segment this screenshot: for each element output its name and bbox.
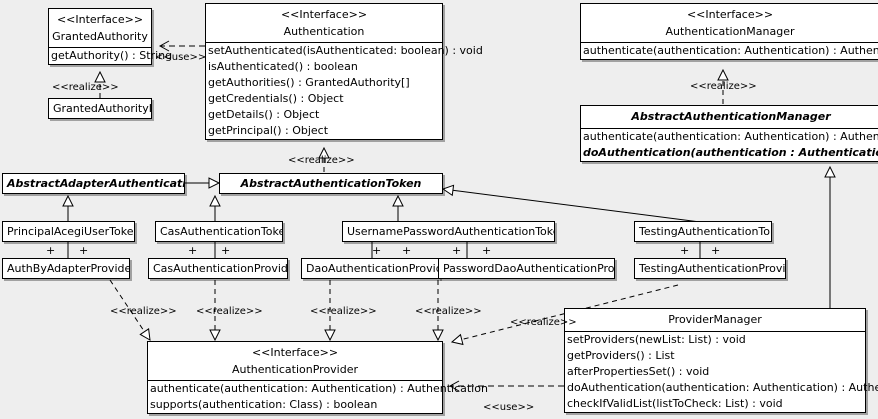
class-name: GrantedAuthority: [52, 30, 148, 43]
label-realize-granted-authority-impl: <<realize>>: [52, 82, 119, 93]
class-password-dao-authentication-provider[interactable]: PasswordDaoAuthenticationProvider: [438, 258, 615, 279]
class-name: ProviderManager: [668, 313, 762, 326]
class-abstract-authentication-manager[interactable]: AbstractAuthenticationManager authentica…: [580, 105, 878, 162]
operations-compartment: setProviders(newList: List) : void getPr…: [565, 331, 878, 412]
multiplicity-cas-left: +: [188, 244, 198, 257]
multiplicity-upat-a: +: [372, 244, 382, 257]
label-realize-abstract-authentication-manager: <<realize>>: [690, 81, 757, 92]
class-provider-manager[interactable]: ProviderManager setProviders(newList: Li…: [564, 308, 878, 413]
class-authentication[interactable]: <<Interface>> Authentication setAuthenti…: [205, 3, 483, 140]
operation: getAuthorities() : GrantedAuthority[]: [208, 76, 410, 89]
label-use-provider-manager: <<use>>: [483, 402, 535, 413]
operations-compartment: getAuthority() : String: [49, 47, 173, 64]
operation: checkIfValidList(listToCheck: List) : vo…: [567, 397, 783, 410]
operation: isAuthenticated() : boolean: [208, 60, 358, 73]
class-name: CasAuthenticationToken: [160, 225, 282, 238]
class-authentication-manager[interactable]: <<Interface>> AuthenticationManager auth…: [580, 3, 878, 60]
class-abstract-authentication-token[interactable]: AbstractAuthenticationToken: [219, 173, 443, 194]
class-name: GrantedAuthorityImpl: [53, 102, 151, 115]
label-realize-auth-by-adapter-provider: <<realize>>: [110, 306, 177, 317]
operation: authenticate(authentication: Authenticat…: [583, 44, 878, 57]
operation: supports(authentication: Class) : boolea…: [150, 398, 378, 411]
label-realize-password-dao-authentication-provider: <<realize>>: [415, 306, 482, 317]
class-name: AbstractAuthenticationToken: [240, 177, 422, 190]
multiplicity-upat-b: +: [402, 244, 412, 257]
class-stereotype: <<Interface>>: [251, 346, 339, 359]
operations-compartment: authenticate(authentication: Authenticat…: [148, 380, 488, 413]
operation: authenticate(authentication: Authenticat…: [150, 382, 488, 395]
multiplicity-principal-left: +: [46, 244, 56, 257]
class-name: DaoAuthenticationProvider: [306, 262, 439, 275]
multiplicity-cas-right: +: [221, 244, 231, 257]
class-name: AuthByAdapterProvider: [7, 262, 129, 275]
class-auth-by-adapter-provider[interactable]: AuthByAdapterProvider: [2, 258, 130, 279]
class-name: PrincipalAcegiUserToken: [7, 225, 134, 238]
operation: setAuthenticated(isAuthenticated: boolea…: [208, 44, 483, 57]
class-abstract-adapter-authentication-token[interactable]: AbstractAdapterAuthenticationToken: [2, 173, 185, 194]
class-dao-authentication-provider[interactable]: DaoAuthenticationProvider: [301, 258, 440, 279]
class-cas-authentication-token[interactable]: CasAuthenticationToken: [155, 221, 283, 242]
multiplicity-testing-left: +: [680, 244, 690, 257]
operation: afterPropertiesSet() : void: [567, 365, 710, 378]
label-realize-cas-authentication-provider: <<realize>>: [196, 306, 263, 317]
class-name: AuthenticationProvider: [231, 363, 359, 376]
class-testing-authentication-provider[interactable]: TestingAuthenticationProvider: [634, 258, 786, 279]
class-name: AbstractAuthenticationManager: [631, 110, 831, 123]
class-name: Authentication: [283, 25, 365, 38]
operation: getDetails() : Object: [208, 108, 320, 121]
multiplicity-principal-right: +: [79, 244, 89, 257]
operations-compartment: setAuthenticated(isAuthenticated: boolea…: [206, 42, 483, 139]
multiplicity-upat-c: +: [452, 244, 462, 257]
operations-compartment: authenticate(authentication: Authenticat…: [581, 128, 878, 161]
operation: doAuthentication(authentication : Authen…: [583, 146, 878, 159]
operation: getProviders() : List: [567, 349, 675, 362]
multiplicity-upat-d: +: [482, 244, 492, 257]
class-name: TestingAuthenticationProvider: [639, 262, 785, 275]
class-principal-acegi-user-token[interactable]: PrincipalAcegiUserToken: [2, 221, 135, 242]
class-cas-authentication-provider[interactable]: CasAuthenticationProvider: [148, 258, 288, 279]
class-stereotype: <<Interface>>: [280, 8, 368, 21]
label-realize-abstract-authentication-token: <<realize>>: [288, 155, 355, 166]
class-username-password-authentication-token[interactable]: UsernamePasswordAuthenticationToken: [342, 221, 555, 242]
operations-compartment: authenticate(authentication: Authenticat…: [581, 42, 878, 59]
class-name: CasAuthenticationProvider: [153, 262, 287, 275]
class-name: AbstractAdapterAuthenticationToken: [7, 177, 184, 190]
operation: doAuthentication(authentication: Authent…: [567, 381, 878, 394]
multiplicity-testing-right: +: [711, 244, 721, 257]
class-granted-authority-impl[interactable]: GrantedAuthorityImpl: [48, 98, 152, 119]
class-authentication-provider[interactable]: <<Interface>> AuthenticationProvider aut…: [147, 341, 488, 414]
label-realize-testing-authentication-provider: <<realize>>: [510, 317, 577, 328]
operation: getPrincipal() : Object: [208, 124, 329, 137]
operation: getCredentials() : Object: [208, 92, 344, 105]
operation: setProviders(newList: List) : void: [567, 333, 746, 346]
label-realize-dao-authentication-provider: <<realize>>: [310, 306, 377, 317]
class-stereotype: <<Interface>>: [56, 13, 144, 26]
class-stereotype: <<Interface>>: [686, 8, 774, 21]
class-name: TestingAuthenticationToken: [639, 225, 771, 238]
class-testing-authentication-token[interactable]: TestingAuthenticationToken: [634, 221, 772, 242]
class-name: UsernamePasswordAuthenticationToken: [347, 225, 554, 238]
class-name: AuthenticationManager: [665, 25, 795, 38]
operation: getAuthority() : String: [51, 49, 173, 62]
operation: authenticate(authentication: Authenticat…: [583, 130, 878, 143]
label-use-authentication-granted-authority: <<use>>: [155, 52, 207, 63]
class-granted-authority[interactable]: <<Interface>> GrantedAuthority getAuthor…: [48, 8, 173, 65]
class-name: PasswordDaoAuthenticationProvider: [443, 262, 614, 275]
